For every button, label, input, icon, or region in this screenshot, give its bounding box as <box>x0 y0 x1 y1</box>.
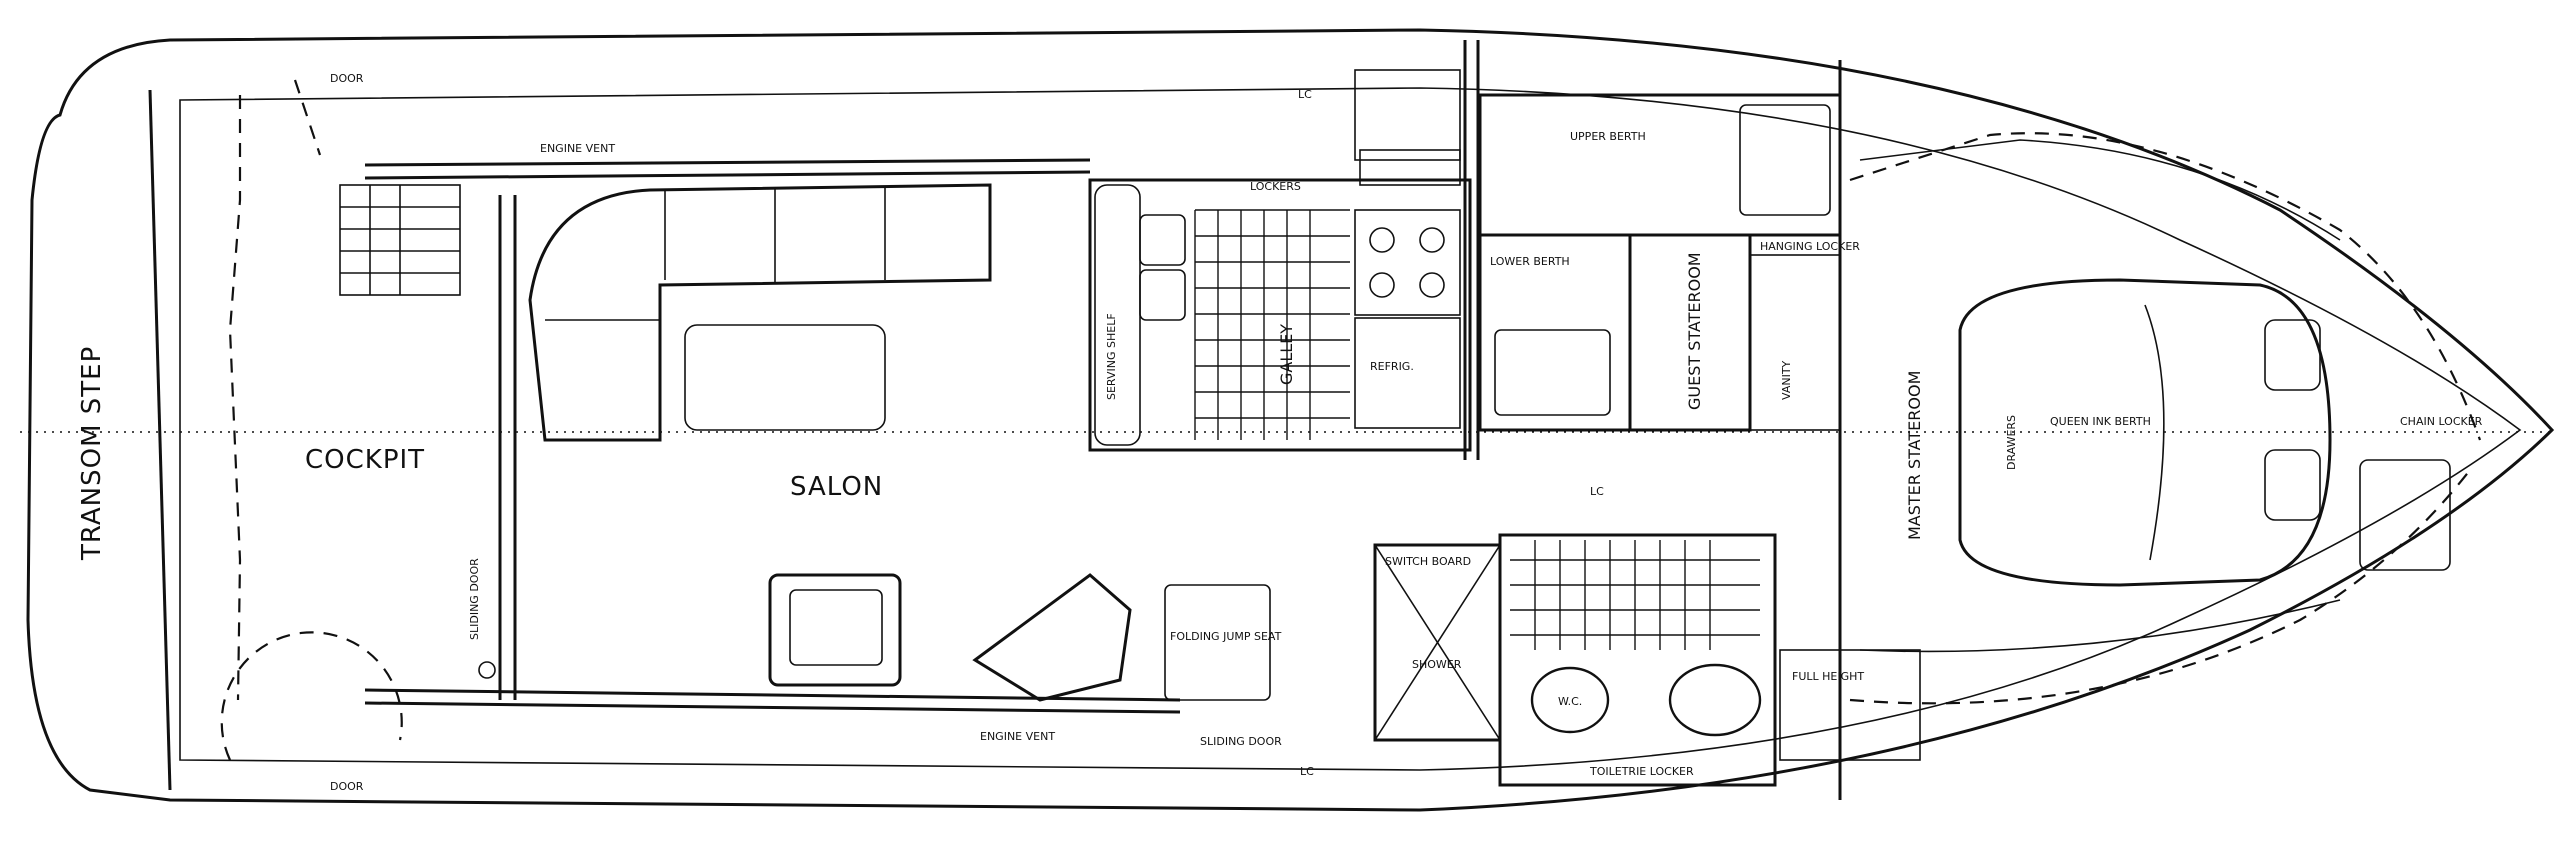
full-height-label: FULL HEIGHT <box>1792 670 1864 683</box>
cockpit-area: COCKPIT DOOR DOOR SLIDING DOOR <box>220 72 496 793</box>
transom-step-label: TRANSOM STEP <box>77 346 107 561</box>
forward-cabinets <box>1354 40 1480 460</box>
burner-3 <box>1369 272 1395 298</box>
guest-stateroom: UPPER BERTH LOWER BERTH GUEST STATEROOM … <box>1478 93 1860 432</box>
upper-berth-label: UPPER BERTH <box>1570 130 1646 143</box>
galley: SERVING SHELF LOCKERS GALLEY REFRIG. <box>1088 178 1472 452</box>
switch-board-label: SWITCH BOARD <box>1385 555 1471 568</box>
stairs <box>339 184 461 296</box>
hanging-locker-label: HANGING LOCKER <box>1760 240 1860 253</box>
head-compartment: SWITCH BOARD SHOWER W.C. FULL HEIGHT TOI… <box>1373 485 1921 787</box>
lower-berth-label: LOWER BERTH <box>1490 255 1570 268</box>
toiletrie-locker-label: TOILETRIE LOCKER <box>1589 765 1694 778</box>
door-top-label: DOOR <box>330 72 364 85</box>
galley-floor-grid <box>1194 209 1350 440</box>
salon-walls: ENGINE VENT ENGINE VENT SLIDING DOOR LC … <box>364 88 1314 778</box>
master-stateroom: MASTER STATEROOM QUEEN INK BERTH DRAWERS <box>1838 60 2482 800</box>
galley-label: GALLEY <box>1277 324 1296 385</box>
refrigerator-label: REFRIG. <box>1370 360 1414 373</box>
folding-jump-seat-label: FOLDING JUMP SEAT <box>1170 630 1282 643</box>
burner-4 <box>1419 272 1445 298</box>
deck-fitting <box>478 661 496 679</box>
burner-1 <box>1369 227 1395 253</box>
lc-top-label: LC <box>1298 88 1312 101</box>
engine-vent-bottom-label: ENGINE VENT <box>980 730 1055 743</box>
burner-2 <box>1419 227 1445 253</box>
lockers-label: LOCKERS <box>1250 180 1301 193</box>
master-stateroom-label: MASTER STATEROOM <box>1905 371 1924 540</box>
drawers-label: DRAWERS <box>2005 415 2018 470</box>
cockpit-label: COCKPIT <box>305 445 425 475</box>
guest-stateroom-label: GUEST STATEROOM <box>1685 252 1704 410</box>
armchair <box>768 573 902 687</box>
sink <box>1668 663 1762 737</box>
serving-shelf-label: SERVING SHELF <box>1105 313 1118 400</box>
lc-mid-label: LC <box>1590 485 1604 498</box>
door-bottom-label: DOOR <box>330 780 364 793</box>
toilet <box>1530 666 1610 734</box>
chain-locker-label: CHAIN LOCKER <box>2400 415 2483 428</box>
entertainment-console: FOLDING JUMP SEAT <box>972 573 1282 702</box>
salon-label: SALON <box>790 472 883 502</box>
wc-label: W.C. <box>1558 695 1582 708</box>
vanity-label: VANITY <box>1780 360 1793 400</box>
lc-bottom-label: LC <box>1300 765 1314 778</box>
settee <box>528 183 992 442</box>
sliding-door-left-label: SLIDING DOOR <box>468 558 481 640</box>
head-floor-grid <box>1510 540 1760 650</box>
hull-outline <box>20 28 2555 812</box>
sliding-door-bottom-label: SLIDING DOOR <box>1200 735 1282 748</box>
shower-label: SHOWER <box>1412 658 1462 671</box>
engine-vent-top-label: ENGINE VENT <box>540 142 615 155</box>
chain-locker: CHAIN LOCKER <box>2359 415 2483 571</box>
queen-berth-label: QUEEN INK BERTH <box>2050 415 2151 428</box>
